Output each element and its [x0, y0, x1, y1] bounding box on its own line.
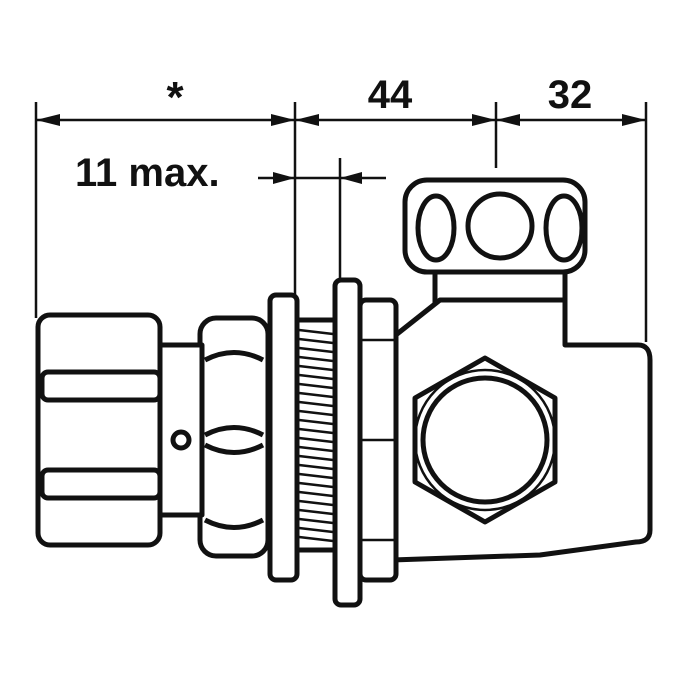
thread-line — [298, 346, 334, 354]
thread-line — [298, 481, 334, 489]
lock-nut — [357, 297, 399, 583]
thread-line — [298, 535, 334, 543]
compression-nut — [35, 312, 163, 548]
thread-line — [298, 364, 334, 372]
dimension-left-label: * — [166, 73, 184, 122]
dimension-line-top — [36, 114, 646, 126]
threaded-shank — [294, 317, 338, 553]
valve-body — [389, 297, 653, 563]
thread-line — [298, 373, 334, 381]
dimension-right-label: 32 — [548, 73, 593, 117]
thread-line — [298, 382, 334, 390]
thread-line — [298, 445, 334, 453]
thread-line — [298, 409, 334, 417]
washer-outer — [332, 277, 363, 608]
thread-line — [298, 418, 334, 426]
thread-line — [298, 454, 334, 462]
thread-line — [298, 490, 334, 498]
thread-line — [298, 517, 334, 525]
washer-inner — [267, 292, 300, 583]
thread-line — [298, 526, 334, 534]
dimension-wall-label: 11 max. — [75, 151, 220, 195]
thread-line — [298, 337, 334, 345]
dimension-line-wall — [258, 172, 386, 184]
thread-line — [298, 400, 334, 408]
stem — [155, 342, 205, 518]
port-hex — [412, 355, 558, 525]
thread-line — [298, 472, 334, 480]
thread-line — [298, 499, 334, 507]
dimension-middle-label: 44 — [368, 73, 413, 117]
thread-line — [298, 328, 334, 336]
thread-line — [298, 391, 334, 399]
thread-line — [298, 427, 334, 435]
thread-line — [298, 436, 334, 444]
thread-line — [298, 508, 334, 516]
thread-line — [298, 355, 334, 363]
thread-line — [298, 463, 334, 471]
hex-nut — [197, 315, 271, 559]
